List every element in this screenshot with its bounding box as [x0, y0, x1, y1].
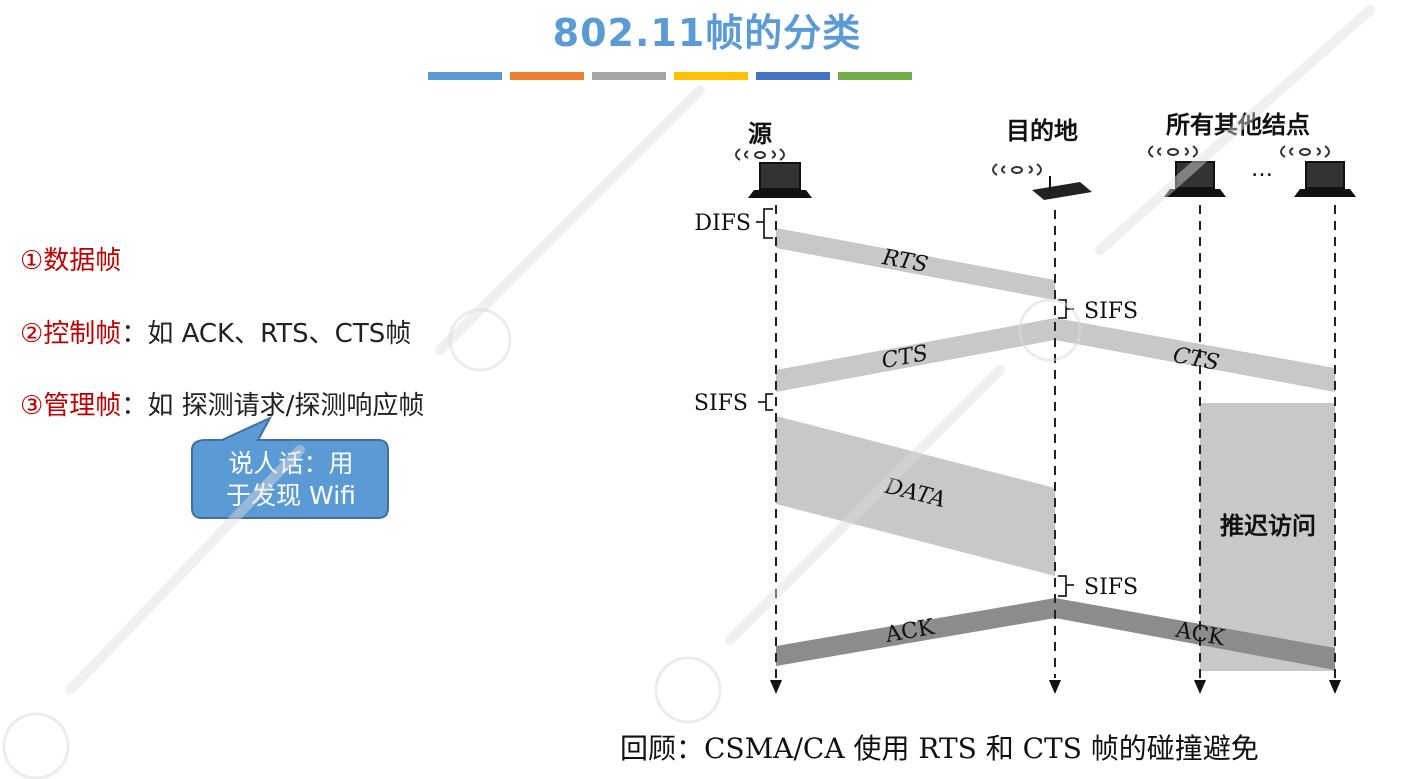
node-label-destination: 目的地	[1006, 117, 1078, 145]
arrowhead	[1329, 680, 1341, 694]
laptop-icon	[1294, 161, 1356, 197]
callout-line: 于发现 Wifi	[226, 481, 356, 510]
callout-shape	[191, 415, 389, 519]
frame-type-label: ①数据帧	[20, 246, 122, 276]
ack-band-left	[776, 598, 1055, 666]
arrowhead	[1049, 680, 1061, 694]
sifs-label-2: SIFS	[1084, 575, 1138, 600]
rts-label: RTS	[879, 245, 930, 278]
laptop-icon	[748, 162, 812, 198]
ack-band-right	[1055, 598, 1335, 670]
difs-label: DIFS	[694, 211, 751, 236]
defer-label: 推迟访问	[1220, 512, 1316, 540]
cts-band-right	[1055, 318, 1335, 392]
color-segment	[428, 72, 502, 80]
laptop-icon	[1164, 161, 1226, 197]
node-label-others: 所有其他结点	[1166, 111, 1310, 139]
cts-band-left	[776, 318, 1055, 392]
page-title: 802.11帧的分类	[552, 11, 862, 55]
ellipsis: …	[1251, 157, 1273, 182]
router-icon	[1032, 176, 1092, 200]
sifs-bracket-left	[758, 393, 773, 411]
color-segment	[756, 72, 830, 80]
frame-type-label: ②控制帧	[20, 319, 122, 349]
ack-label-left: ACK	[883, 615, 937, 648]
recap-caption: 回顾：CSMA/CA 使用 RTS 和 CTS 帧的碰撞避免	[620, 732, 1259, 765]
sifs-bracket-2	[1058, 575, 1074, 597]
frame-type-desc: ：如 探测请求/探测响应帧	[121, 391, 425, 421]
callout-text: 说人话：用 于发现 Wifi	[196, 448, 386, 512]
frame-type-management: ③管理帧：如 探测请求/探测响应帧	[20, 385, 424, 422]
sifs-label-1: SIFS	[1084, 299, 1138, 324]
wifi-signal-icon	[1148, 145, 1198, 158]
wifi-signal-icon	[1280, 145, 1330, 158]
wifi-signal-icon	[735, 148, 785, 161]
cts-label-left: CTS	[880, 341, 930, 374]
color-segment	[510, 72, 584, 80]
title-color-bar	[428, 72, 912, 80]
difs-bracket	[756, 208, 773, 239]
sifs-label-left: SIFS	[694, 391, 748, 416]
sifs-bracket-1	[1058, 299, 1074, 319]
frame-type-desc: ：如 ACK、RTS、CTS帧	[121, 319, 412, 349]
arrowhead	[1194, 680, 1206, 694]
callout-line: 说人话：用	[228, 449, 354, 478]
color-segment	[674, 72, 748, 80]
frame-type-label: ③管理帧	[20, 391, 122, 421]
color-segment	[592, 72, 666, 80]
node-label-source: 源	[748, 120, 772, 148]
wifi-signal-icon	[992, 163, 1042, 176]
arrowhead	[770, 680, 782, 694]
rts-band	[776, 228, 1055, 300]
data-band	[776, 416, 1055, 576]
frame-type-control: ②控制帧：如 ACK、RTS、CTS帧	[20, 313, 411, 350]
defer-region	[1200, 403, 1335, 671]
frame-type-data: ①数据帧	[20, 240, 121, 277]
color-segment	[838, 72, 912, 80]
